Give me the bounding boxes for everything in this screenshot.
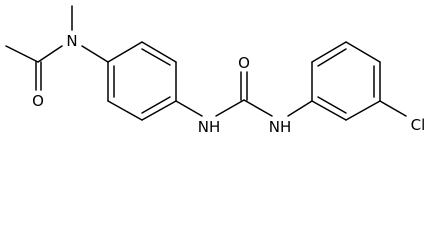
ring2-bond-6 (311, 100, 347, 121)
ring1-bond-2 (141, 41, 177, 63)
benzene-ring-2 (311, 41, 381, 121)
ring2-bond-3 (345, 41, 381, 63)
ring1-bond-4 (141, 100, 177, 121)
atom-nh-left: NH (198, 118, 221, 136)
bond-n-ring1 (81, 45, 109, 63)
ring2-bond-5 (345, 100, 381, 121)
bond-acetyl-carbonyl-n (37, 45, 63, 63)
bond-nh-right-ring2 (287, 100, 313, 117)
atom-n-methyl: N (66, 32, 77, 50)
ring1-bond-5 (107, 100, 143, 121)
atom-o-urea: O (238, 54, 250, 72)
chemical-structure-canvas: N O O NH NH Cl (5, 5, 426, 136)
bond-acetyl-methyl (5, 45, 39, 63)
atom-o-acetyl: O (32, 92, 44, 110)
atom-cl: Cl (411, 116, 426, 134)
ring2-inner-bond-3 (317, 96, 347, 114)
ring2-bond-2 (311, 41, 347, 63)
ring1-inner-bond-2 (141, 96, 171, 114)
ring1-bond-1 (107, 41, 143, 63)
ring2-inner-bond-1 (317, 48, 347, 67)
benzene-ring-1 (107, 41, 177, 121)
bond-nh-left-carbonyl (215, 99, 245, 117)
bond-ring1-nh-left (175, 100, 203, 117)
structure-drawing: N O O NH NH Cl (5, 5, 426, 136)
bond-ring2-cl (379, 100, 407, 117)
bond-carbonyl-nh-right (243, 99, 273, 117)
ring1-inner-bond-1 (141, 48, 171, 66)
atom-nh-right: NH (269, 118, 292, 136)
